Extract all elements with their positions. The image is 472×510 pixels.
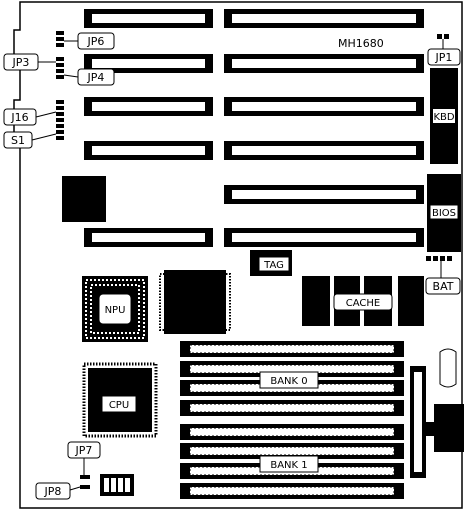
tag-ram-chip: TAG [250,250,292,276]
jp6-label: JP6 [87,35,105,48]
keyboard-controller-chip: KBD [430,68,458,164]
jp4-label: JP4 [87,71,105,84]
slot-right-6 [224,228,424,247]
s1-label: S1 [11,134,25,147]
bios-label: BIOS [432,208,456,219]
jp1-label: JP1 [435,51,453,64]
bat-callout: BAT [425,277,461,295]
jp4-callout: JP4 [77,68,115,86]
cpu-socket: CPU [82,362,158,438]
keyboard-connector [426,404,464,452]
bank1-callout: BANK 1 [259,455,319,473]
npu-label: NPU [105,305,126,316]
slot-left-1 [84,9,213,28]
slot-right-3 [224,97,424,116]
jp8-callout: JP8 [35,482,71,500]
jp1-pins [437,34,449,39]
jumper-pins-top [56,31,64,79]
slot-left-3 [84,97,213,116]
simm-socket-5 [180,424,404,440]
bat-label: BAT [433,280,454,293]
kbd-label: KBD [433,112,454,123]
simm-socket-4 [180,400,404,416]
slot-right-5 [224,185,424,204]
cpu-label: CPU [109,400,129,411]
simm-sockets [180,341,404,499]
chipset [159,270,231,334]
j16-s1-pins [56,100,64,140]
jp6-callout: JP6 [77,32,115,50]
slot-right-1 [224,9,424,28]
npu-socket: NPU [82,276,148,342]
tag-label: TAG [263,260,284,271]
board-model-label: MH1680 [338,37,384,50]
simm-socket-8 [180,483,404,499]
s1-callout: S1 [3,131,33,149]
jp1-callout: JP1 [427,48,461,66]
vertical-header [410,366,426,478]
slot-left-4 [84,141,213,160]
expansion-slots [84,9,424,247]
slot-right-2 [224,54,424,73]
jp8-label: JP8 [44,485,62,498]
cache-label: CACHE [346,298,380,309]
bank0-label: BANK 0 [270,376,307,387]
j16-callout: J16 [3,108,37,126]
slot-left-2 [84,54,213,73]
power-connector [439,348,457,388]
simm-socket-6 [180,443,404,459]
jp7-jp8-pins [80,475,90,489]
cache-chips: CACHE [302,276,424,326]
jp3-label: JP3 [12,56,30,69]
simm-socket-1 [180,341,404,357]
bios-chip: BIOS [427,174,461,252]
j16-label: J16 [10,111,28,124]
jp3-callout: JP3 [3,53,39,71]
slot-right-4 [224,141,424,160]
dip-switch [100,474,134,496]
jp7-label: JP7 [75,444,93,457]
slot-left-6 [84,228,213,247]
jp7-callout: JP7 [67,441,101,459]
bank1-label: BANK 1 [270,460,307,471]
bank0-callout: BANK 0 [259,371,319,389]
battery-header [426,256,452,261]
controller-chip [62,176,106,222]
